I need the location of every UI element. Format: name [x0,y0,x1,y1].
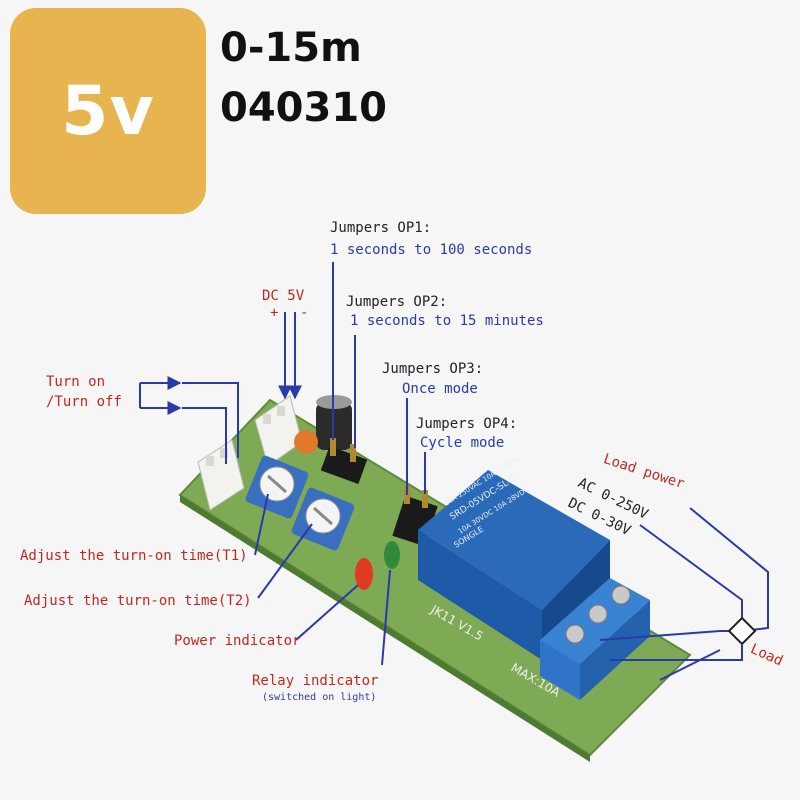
dc-input-label: DC 5V [262,288,305,304]
adjust-t2-label: Adjust the turn-on time(T2) [24,593,252,609]
potentiometer-t2 [291,487,355,551]
jumper-op3-desc: Once mode [402,381,478,397]
input-connector-1 [197,439,245,511]
voltage-badge: 5v [10,8,206,214]
jumper-op1-op2 [320,438,368,485]
jumper-op4-title: Jumpers OP4: [416,416,518,432]
power-led [355,558,373,590]
potentiometer-t1 [245,455,309,519]
time-range-text: 0-15m [220,25,362,71]
jumper-op1-desc: 1 seconds to 100 seconds [330,242,533,258]
ceramic-capacitor [294,430,318,454]
power-indicator-label: Power indicator [174,633,301,649]
turn-on-label: Turn on [46,374,106,390]
jumper-op3-title: Jumpers OP3: [382,361,484,377]
dc-plus-label: + [270,305,279,321]
jumper-op2-title: Jumpers OP2: [346,294,448,310]
load-symbol [727,616,757,646]
dc-minus-label: - [300,305,309,321]
model-number-text: 040310 [220,85,387,131]
relay-led [384,541,400,569]
adjust-t1-label: Adjust the turn-on time(T1) [20,548,248,564]
jumper-op1-title: Jumpers OP1: [330,220,432,236]
jumper-op2-desc: 1 seconds to 15 minutes [350,313,544,329]
voltage-text: 5v [61,71,155,151]
relay-indicator-note: (switched on light) [262,692,377,703]
turn-off-label: /Turn off [46,394,122,410]
jumper-op4-desc: Cycle mode [420,435,505,451]
screw-terminal [540,578,650,700]
relay-indicator-label: Relay indicator [252,673,379,689]
